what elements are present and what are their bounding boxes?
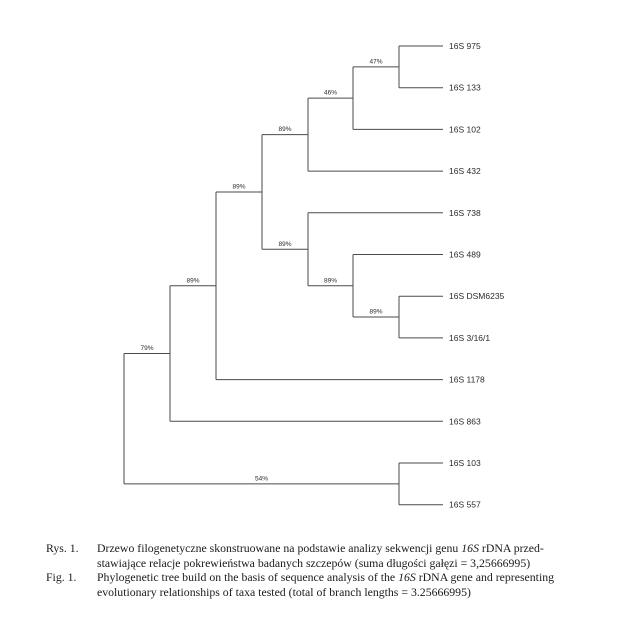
caption-english-text-1b: rDNA gene and representing xyxy=(415,570,555,585)
caption-polish-text-2: stawiające relacje pokrewieństwa badanyc… xyxy=(97,555,531,570)
support-value-n9: 79% xyxy=(140,345,153,352)
leaf-label-16s-133: 16S 133 xyxy=(449,83,481,93)
support-value-n10: 54% xyxy=(255,475,268,482)
leaf-label-16s-975: 16S 975 xyxy=(449,41,481,51)
phylogenetic-tree: 47% 46% 89% 89% 89% 89% 89% 89% 79% 54% 16S 975 16S… xyxy=(123,41,505,510)
leaf-label-16s-557: 16S 557 xyxy=(449,500,481,510)
support-value-n2: 46% xyxy=(324,90,337,97)
leaf-label-16s-432: 16S 432 xyxy=(449,166,481,176)
caption-polish: Rys. 1. Drzewo filogenetyczne skonstruow… xyxy=(46,541,606,570)
caption-english-gene: 16S xyxy=(398,570,416,585)
caption-english-text-1a: Phylogenetic tree build on the basis of … xyxy=(97,570,399,585)
caption-polish-text-1a: Drzewo filogenetyczne skonstruowane na p… xyxy=(97,541,462,555)
support-value-n8: 89% xyxy=(186,277,199,284)
leaf-label-16s-102: 16S 102 xyxy=(449,124,481,134)
caption-english: Fig. 1. Phylogenetic tree build on the b… xyxy=(46,570,606,599)
leaf-label-16s-3-16-1: 16S 3/16/1 xyxy=(449,333,490,343)
support-value-n7: 89% xyxy=(232,183,245,190)
support-value-n6: 89% xyxy=(278,241,291,248)
support-value-n5: 89% xyxy=(324,277,337,284)
leaf-label-16s-489: 16S 489 xyxy=(449,250,481,260)
support-value-n1: 47% xyxy=(369,58,382,65)
caption-polish-gene: 16S xyxy=(461,541,479,555)
support-value-n4: 89% xyxy=(369,309,382,316)
leaf-label-16s-103: 16S 103 xyxy=(449,458,481,468)
caption-polish-text-1b: rDNA przed- xyxy=(478,541,544,555)
leaf-label-16s-738: 16S 738 xyxy=(449,208,481,218)
caption-polish-label: Rys. 1. xyxy=(46,541,79,555)
leaf-label-16s-dsm6235: 16S DSM6235 xyxy=(449,291,505,301)
caption-english-label: Fig. 1. xyxy=(46,570,77,585)
support-value-n3: 89% xyxy=(278,126,291,133)
figure-caption: Rys. 1. Drzewo filogenetyczne skonstruow… xyxy=(46,541,606,599)
caption-english-text-2: evolutionary relationships of taxa teste… xyxy=(97,584,471,599)
leaf-label-16s-1178: 16S 1178 xyxy=(449,375,485,385)
leaf-label-16s-863: 16S 863 xyxy=(449,416,481,426)
